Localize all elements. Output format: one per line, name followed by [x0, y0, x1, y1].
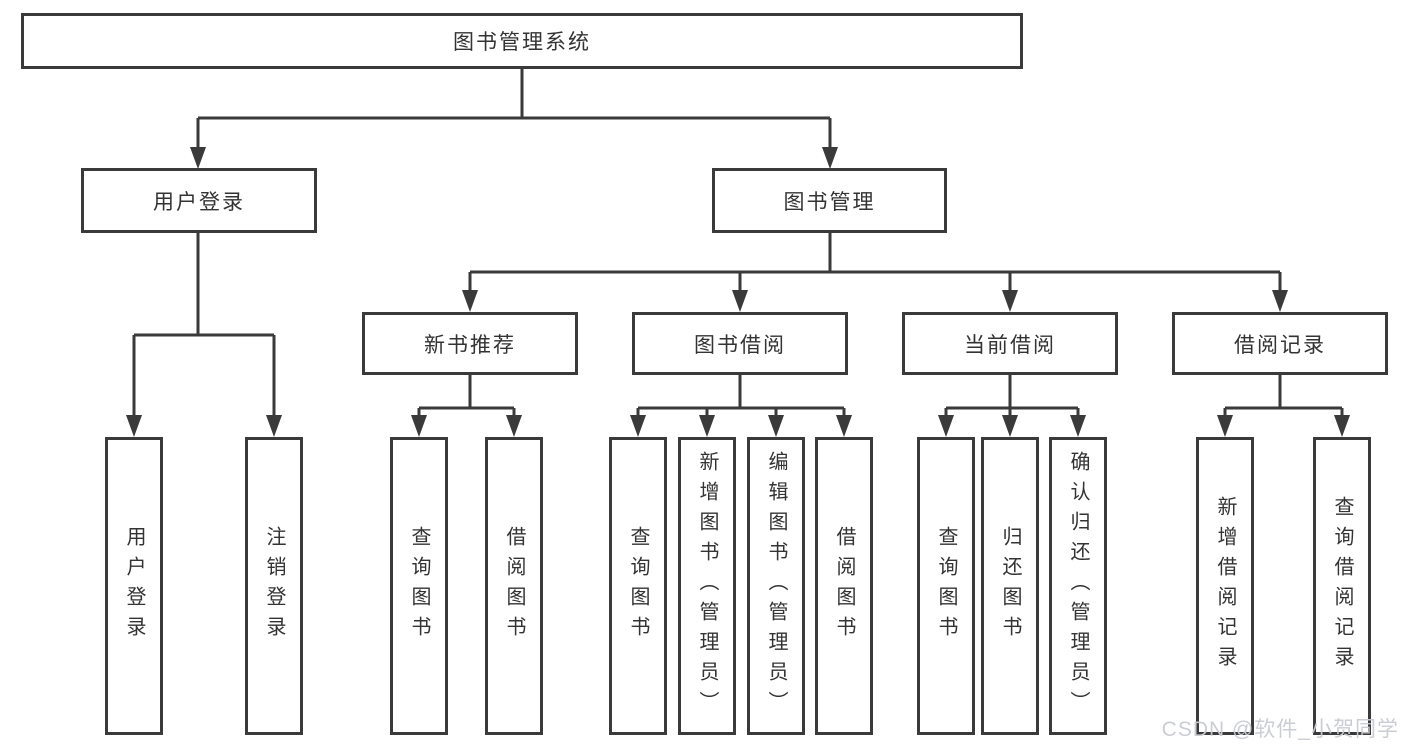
node-new-book-recommend: 新书推荐	[362, 312, 578, 375]
connector-current-to-leaves	[944, 375, 1080, 418]
arrow-down-icon	[1272, 290, 1288, 312]
node-label: 图书管理	[783, 190, 876, 214]
leaf-query-books-current: 查询图书	[917, 437, 975, 735]
arrow-down-icon	[1217, 415, 1233, 437]
node-label: 新增借阅记录	[1214, 496, 1236, 676]
connector-new-book-to-leaves	[417, 375, 516, 418]
node-label: 新增图书（管理员）	[696, 451, 718, 721]
arrow-down-icon	[190, 147, 206, 169]
leaf-borrow-books-recommend: 借阅图书	[485, 437, 543, 735]
node-label: 查询图书	[627, 526, 649, 646]
connector-user-login-to-leaves	[132, 233, 276, 418]
arrow-down-icon	[411, 415, 427, 437]
node-label: 图书管理系统	[453, 31, 591, 54]
node-label: 新书推荐	[424, 333, 516, 357]
node-label: 查询图书	[935, 526, 957, 646]
leaf-borrow-books: 借阅图书	[815, 437, 873, 735]
leaf-add-borrow-record: 新增借阅记录	[1196, 437, 1254, 735]
arrow-down-icon	[822, 147, 838, 169]
connector-book-mgmt-to-level3	[468, 233, 1282, 293]
arrow-down-icon	[126, 415, 142, 437]
leaf-confirm-return-admin: 确认归还（管理员）	[1049, 437, 1107, 735]
node-label: 借阅图书	[503, 526, 525, 646]
node-label: 确认归还（管理员）	[1067, 451, 1089, 721]
node-borrowing-records: 借阅记录	[1172, 312, 1388, 375]
node-label: 当前借阅	[964, 333, 1056, 357]
node-book-borrowing: 图书借阅	[632, 312, 848, 375]
node-label: 借阅记录	[1234, 333, 1326, 357]
arrow-down-icon	[732, 290, 748, 312]
leaf-query-books-recommend: 查询图书	[390, 437, 448, 735]
leaf-user-login: 用户登录	[105, 437, 163, 735]
node-current-borrowing: 当前借阅	[902, 312, 1118, 375]
leaf-query-borrow-record: 查询借阅记录	[1313, 437, 1371, 735]
arrow-down-icon	[266, 415, 282, 437]
node-label: 查询图书	[408, 526, 430, 646]
leaf-return-books: 归还图书	[981, 437, 1039, 735]
node-label: 用户登录	[123, 526, 145, 646]
node-label: 归还图书	[999, 526, 1021, 646]
leaf-add-books-admin: 新增图书（管理员）	[678, 437, 736, 735]
node-label: 查询借阅记录	[1331, 496, 1353, 676]
arrow-down-icon	[938, 415, 954, 437]
arrow-down-icon	[462, 290, 478, 312]
arrow-down-icon	[630, 415, 646, 437]
node-label: 图书借阅	[694, 333, 786, 357]
connector-records-to-leaves	[1223, 375, 1344, 418]
arrow-down-icon	[1002, 415, 1018, 437]
node-user-login: 用户登录	[81, 168, 317, 233]
csdn-watermark: CSDN @软件_小贺同学	[1161, 718, 1399, 741]
node-label: 用户登录	[153, 190, 245, 214]
arrow-down-icon	[836, 415, 852, 437]
node-library-system-root: 图书管理系统	[21, 13, 1023, 69]
node-label: 注销登录	[263, 526, 285, 646]
leaf-logout: 注销登录	[245, 437, 303, 735]
connector-root-to-level2	[196, 69, 832, 150]
node-book-management: 图书管理	[712, 168, 947, 233]
arrow-down-icon	[1334, 415, 1350, 437]
node-label: 编辑图书（管理员）	[765, 451, 787, 721]
leaf-edit-books-admin: 编辑图书（管理员）	[747, 437, 805, 735]
arrow-down-icon	[699, 415, 715, 437]
arrow-down-icon	[1002, 290, 1018, 312]
connector-borrowing-to-leaves	[636, 375, 846, 418]
arrow-down-icon	[1070, 415, 1086, 437]
node-label: 借阅图书	[833, 526, 855, 646]
arrow-down-icon	[768, 415, 784, 437]
arrow-down-icon	[506, 415, 522, 437]
leaf-query-books-borrowing: 查询图书	[609, 437, 667, 735]
